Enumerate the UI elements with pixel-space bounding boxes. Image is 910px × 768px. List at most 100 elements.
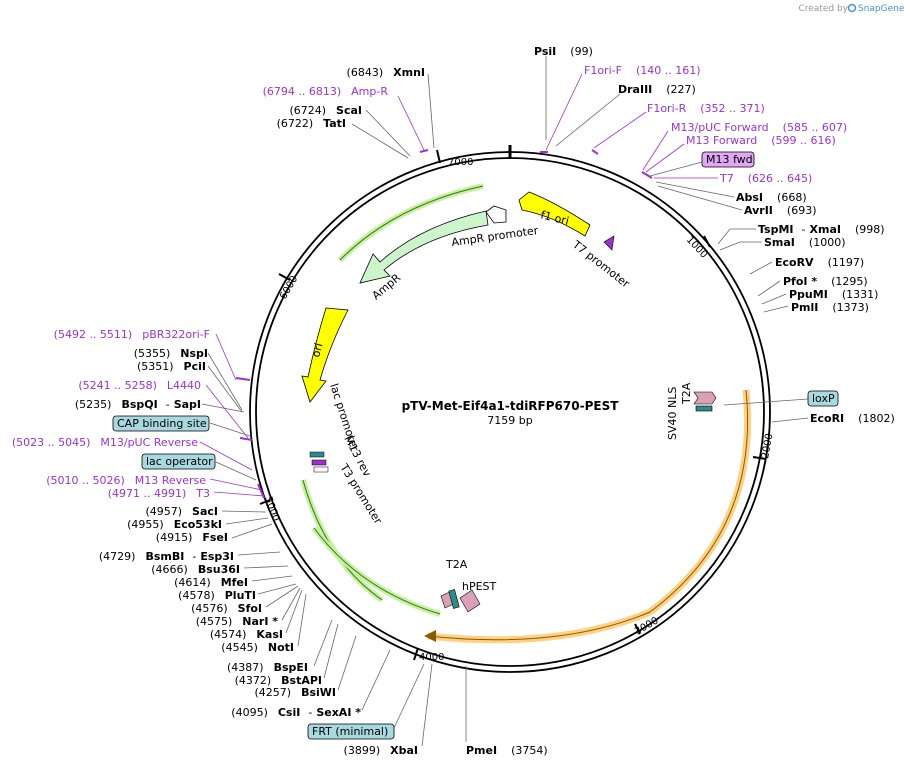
primer-tick-f1ori-r [591,149,599,155]
leader-avrii [657,185,743,211]
primer-m13-forward: M13 Forward(599 .. 616) [686,134,836,147]
site-draiii: DraIII(227) [618,83,696,96]
credit-brand: SnapGene [858,4,905,14]
leader-eco53ki [225,517,269,525]
site-pluti: (4578)PluTI [178,589,256,602]
f1-ori-arrow [518,191,591,237]
site-bsmbi-esp3i: (4729)BsmBI-Esp3I [99,550,234,563]
primer-amp-r: (6794 .. 6813)Amp-R [263,85,389,98]
primer-tick-amp-r [419,149,429,153]
site-pmei: PmeI(3754) [466,744,548,757]
site-pmli: PmlI(1373) [791,301,869,314]
box-cap-binding-site: CAP binding site [112,415,210,432]
primer-tick-m13 [641,171,653,179]
site-xmni: (6843)XmnI [347,66,425,79]
box-lac-operator-bg [141,453,216,470]
site-ecorv: EcoRV(1197) [775,256,864,269]
leader-bsiwi [337,635,357,691]
box-loxp: loxP [807,390,839,407]
leader-f1ori-f [545,73,583,151]
site-bstapi: (4372)BstAPI [235,674,322,687]
leader-scai [365,109,411,157]
box-cap-label: CAP binding site [117,417,207,430]
primer-t3: (4971 .. 4991)T3 [108,487,210,500]
site-scai: (6724)ScaI [289,104,362,117]
leader-sfoi [265,585,299,608]
site-bsu36i: (4666)Bsu36I [151,563,240,576]
tick-4000 [413,647,419,661]
primer-tick-t3 [257,483,265,499]
box-m13-fwd-label: M13 fwd [706,153,753,166]
leader-frt [393,663,425,729]
site-tspmi-xmai: TspMI-XmaI(998) [758,223,885,236]
plasmid-name: pTV-Met-Eif4a1-tdiRFP670-PEST [402,399,620,413]
leader-bspei [313,619,333,667]
leader-bspqi [201,403,245,413]
primer-m13puc-forward: M13/pUC Forward(585 .. 607) [671,121,847,134]
site-nari: (4575)NarI * [196,615,279,628]
site-saci: (4957)SacI [145,505,218,518]
orange-arc-head [424,630,436,642]
t2a-top-shape [693,391,717,405]
leader-amp-r [397,95,425,151]
primer-ticks [235,149,653,499]
box-frt-bg [307,723,395,740]
leader-lac-operator [215,461,257,481]
leader-xmni [427,73,435,149]
leader-tspmi [717,228,756,245]
green-arc-lower-2-line [313,527,441,615]
leader-nari [281,587,301,621]
primer-pbr322ori-f: (5492 .. 5511)pBR322ori-F [54,328,210,341]
site-pfoi: PfoI *(1295) [783,275,868,288]
box-lac-operator: lac operator [141,453,216,470]
primer-t7: T7(626 .. 645) [719,172,812,185]
site-absi: AbsI(668) [736,191,807,204]
tick-3000 [634,623,641,635]
site-xbai: (3899)XbaI [344,744,418,757]
t2a-bottom-label: T2A [445,558,468,571]
primer-f1ori-r: F1ori-R(352 .. 371) [647,102,765,115]
box-m13-fwd: M13 fwd [701,151,755,168]
credit-prefix: Created by [798,4,848,14]
leader-xbai [421,663,433,747]
t2a-top-label: T2A [680,382,693,405]
tick-5000 [259,499,271,505]
leader-pfoi [757,280,781,297]
orange-arc-line [427,389,749,641]
box-lac-operator-label: lac operator [146,455,213,468]
leader-mfei [251,575,293,582]
primer-m13puc-reverse: (5023 .. 5045)M13/pUC Reverse [12,436,198,449]
tick-6000 [278,273,291,281]
leader-draiii [555,93,621,147]
leader-pcii [207,365,243,413]
leader-lines [199,56,809,747]
site-ecori: EcoRI(1802) [810,412,895,425]
site-bspqi-sapi: (5235)BspQI-SapI [75,398,201,411]
site-kasi: (4574)KasI [210,628,283,641]
site-pcii: (5351)PciI [137,360,206,373]
site-nspi: (5355)NspI [134,347,208,360]
leader-nspi [207,352,243,411]
site-eco53ki: (4955)Eco53kI [127,518,222,531]
leader-loxp [723,398,809,406]
tick-label-7000: 7000 [448,157,473,168]
box-frt-minimal: FRT (minimal) [307,723,395,740]
leader-t3 [213,491,265,497]
tick-2000 [752,456,767,460]
primer-l4440: (5241 .. 5258)L4440 [78,379,201,392]
leader-l4440 [205,384,249,439]
leader-absi [655,181,735,198]
t7-promoter-label: T7 promoter [569,238,632,291]
sv40-nls-label: SV40 NLS [666,387,679,440]
tick-1000 [703,235,711,248]
site-tati: (6722)TatI [277,117,346,130]
primer-tick-pbr322 [235,377,251,381]
leader-m13-reverse [209,478,263,491]
leader-m13puc-reverse [199,441,253,471]
leader-bsmbi [237,551,281,556]
leader-bsu36i [243,565,289,569]
site-avrii: AvrII(693) [744,204,817,217]
leader-bstapi [323,623,339,679]
t3-promoter-marker [313,466,329,473]
ampr-promoter-arrow [485,205,507,224]
